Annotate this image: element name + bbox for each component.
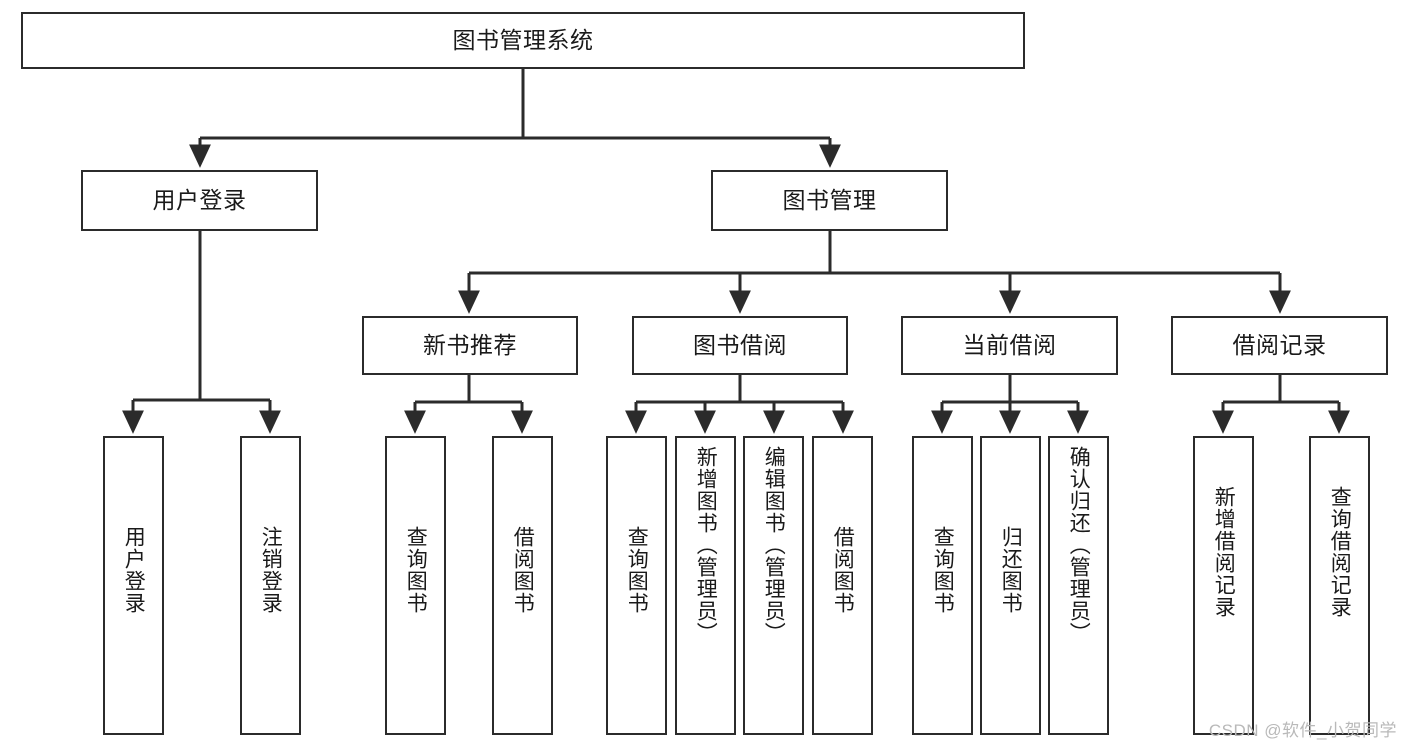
- leaf-query-book-3[interactable]: 查询图书: [912, 436, 973, 735]
- leaf-query-record[interactable]: 查询借阅记录: [1309, 436, 1370, 735]
- leaf-query-book-3-label: 查询图书: [931, 526, 955, 614]
- leaf-query-book-1[interactable]: 查询图书: [385, 436, 446, 735]
- leaf-user-login-label: 用户登录: [122, 526, 146, 614]
- leaf-logout[interactable]: 注销登录: [240, 436, 301, 735]
- leaf-confirm-return-label: 确认归还（管理员）: [1067, 446, 1091, 644]
- leaf-query-book-1-label: 查询图书: [404, 526, 428, 614]
- leaf-return-book[interactable]: 归还图书: [980, 436, 1041, 735]
- node-borrow-record[interactable]: 借阅记录: [1171, 316, 1388, 375]
- node-book-borrow[interactable]: 图书借阅: [632, 316, 848, 375]
- leaf-edit-book-label: 编辑图书（管理员）: [762, 446, 786, 644]
- leaf-add-book-label: 新增图书（管理员）: [694, 446, 718, 644]
- leaf-borrow-book-1-label: 借阅图书: [511, 526, 535, 614]
- leaf-add-record-label: 新增借阅记录: [1212, 486, 1236, 618]
- node-current-borrow[interactable]: 当前借阅: [901, 316, 1118, 375]
- leaf-query-book-2-label: 查询图书: [625, 526, 649, 614]
- node-book-manage-label: 图书管理: [782, 186, 877, 213]
- leaf-borrow-book-2-label: 借阅图书: [831, 526, 855, 614]
- leaf-borrow-book-1[interactable]: 借阅图书: [492, 436, 553, 735]
- node-root-label: 图书管理系统: [452, 26, 594, 53]
- leaf-user-login[interactable]: 用户登录: [103, 436, 164, 735]
- leaf-borrow-book-2[interactable]: 借阅图书: [812, 436, 873, 735]
- node-root[interactable]: 图书管理系统: [21, 12, 1025, 69]
- node-borrow-record-label: 借阅记录: [1232, 331, 1327, 358]
- node-user-login-label: 用户登录: [152, 186, 247, 213]
- leaf-query-book-2[interactable]: 查询图书: [606, 436, 667, 735]
- node-new-book-rec[interactable]: 新书推荐: [362, 316, 578, 375]
- csdn-watermark: CSDN @软件_小贺同学: [1208, 721, 1397, 740]
- leaf-logout-label: 注销登录: [259, 526, 283, 614]
- leaf-return-book-label: 归还图书: [999, 526, 1023, 614]
- leaf-confirm-return[interactable]: 确认归还（管理员）: [1048, 436, 1109, 735]
- node-book-borrow-label: 图书借阅: [693, 331, 787, 358]
- leaf-add-book[interactable]: 新增图书（管理员）: [675, 436, 736, 735]
- node-book-manage[interactable]: 图书管理: [711, 170, 948, 231]
- leaf-query-record-label: 查询借阅记录: [1328, 486, 1352, 618]
- node-user-login[interactable]: 用户登录: [81, 170, 318, 231]
- leaf-edit-book[interactable]: 编辑图书（管理员）: [743, 436, 804, 735]
- node-current-borrow-label: 当前借阅: [962, 331, 1057, 358]
- leaf-add-record[interactable]: 新增借阅记录: [1193, 436, 1254, 735]
- node-new-book-rec-label: 新书推荐: [423, 331, 517, 358]
